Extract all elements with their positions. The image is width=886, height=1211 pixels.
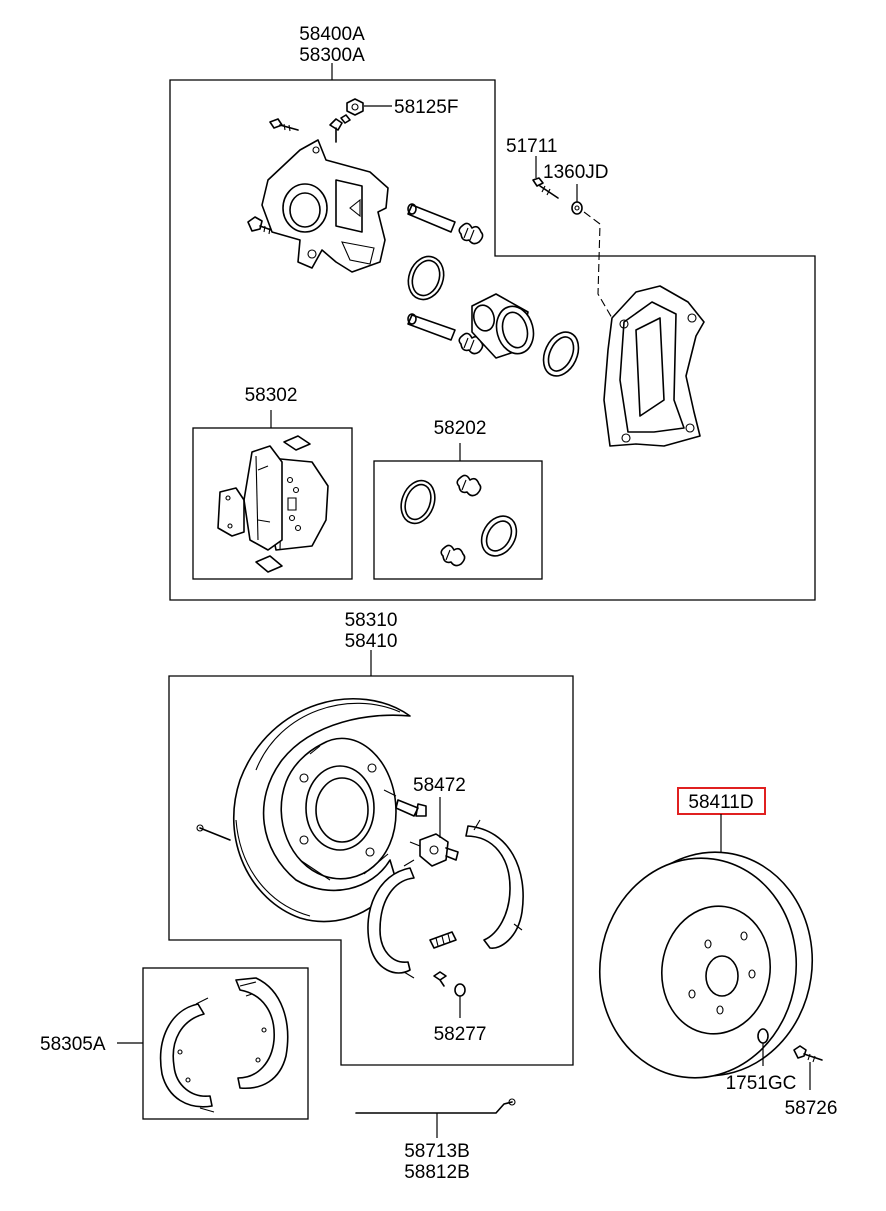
brake-pad-inner bbox=[243, 445, 283, 551]
caliper-bracket bbox=[603, 285, 705, 447]
hub-bolt bbox=[793, 1045, 823, 1090]
parking-brake-cable bbox=[355, 1098, 516, 1138]
caliper-group-frame bbox=[169, 79, 816, 601]
brake-shoe-right bbox=[235, 977, 289, 1090]
label-pad-kit[interactable]: 58302 bbox=[245, 385, 298, 406]
label-adjuster[interactable]: 58472 bbox=[413, 775, 466, 796]
label-bolt[interactable]: 51711 bbox=[506, 136, 557, 157]
caliper-assembly-group: 58400A 58300A 58125F bbox=[169, 24, 816, 601]
pad-shim-left bbox=[217, 487, 245, 537]
backing-plate-group: 58310 58410 58472 bbox=[168, 610, 574, 1066]
mounting-bolt-top-left bbox=[269, 118, 299, 132]
pad-kit-frame bbox=[192, 427, 353, 580]
backing-plate-pin bbox=[196, 824, 231, 841]
label-nut[interactable]: 1751GC bbox=[726, 1073, 797, 1094]
brake-shoe-left bbox=[159, 997, 215, 1113]
washer bbox=[571, 201, 583, 215]
disc-nut bbox=[757, 1028, 769, 1066]
label-cable-b[interactable]: 58812B bbox=[404, 1162, 470, 1183]
label-bleeder[interactable]: 58125F bbox=[394, 97, 458, 118]
label-cable-a[interactable]: 58713B bbox=[404, 1141, 470, 1162]
backing-plate-group-frame bbox=[168, 675, 574, 1066]
parking-shoe-left bbox=[367, 859, 415, 979]
piston-boot bbox=[542, 331, 580, 377]
parking-shoe-right bbox=[465, 819, 524, 949]
shoe-kit-group: 58305A bbox=[40, 967, 309, 1120]
anchor-bolt bbox=[395, 799, 427, 817]
guide-pin-upper bbox=[407, 203, 484, 245]
seal-piston-boot bbox=[480, 515, 518, 557]
seal-boot-small-top bbox=[456, 474, 482, 497]
label-disc[interactable]: 58411D bbox=[688, 792, 753, 813]
label-backing-plate-b[interactable]: 58410 bbox=[345, 631, 398, 652]
label-caliper-assy-b[interactable]: 58300A bbox=[299, 45, 365, 66]
mounting-bolt-top bbox=[329, 114, 351, 143]
adjuster-spring bbox=[429, 931, 457, 949]
seal-kit-frame bbox=[373, 460, 543, 580]
hold-down-spring bbox=[433, 971, 466, 1018]
pad-clip-bottom bbox=[255, 555, 283, 573]
label-hub-bolt[interactable]: 58726 bbox=[785, 1098, 838, 1119]
label-spring-kit[interactable]: 58277 bbox=[434, 1024, 487, 1045]
label-backing-plate-a[interactable]: 58310 bbox=[345, 610, 398, 631]
backing-plate bbox=[280, 737, 397, 881]
label-washer[interactable]: 1360JD bbox=[543, 162, 609, 183]
pad-clip-top bbox=[283, 435, 311, 451]
label-caliper-assy-a[interactable]: 58400A bbox=[299, 24, 365, 45]
label-seal-kit[interactable]: 58202 bbox=[434, 418, 487, 439]
guide-pin-lower bbox=[407, 313, 484, 355]
seal-ring bbox=[400, 479, 436, 525]
pad-kit-group: 58302 bbox=[192, 385, 353, 580]
caliper-body bbox=[261, 139, 389, 273]
adjuster-assembly bbox=[409, 833, 459, 867]
piston bbox=[471, 293, 535, 359]
brake-disc: 58411D bbox=[598, 787, 814, 1079]
seal-boot-small-bottom bbox=[440, 544, 466, 567]
label-shoe-kit[interactable]: 58305A bbox=[40, 1034, 106, 1055]
seal-kit-group: 58202 bbox=[373, 418, 543, 580]
piston-seal bbox=[407, 255, 445, 301]
caliper-bracket-bolt bbox=[532, 177, 559, 199]
bleeder-screw bbox=[346, 98, 392, 116]
